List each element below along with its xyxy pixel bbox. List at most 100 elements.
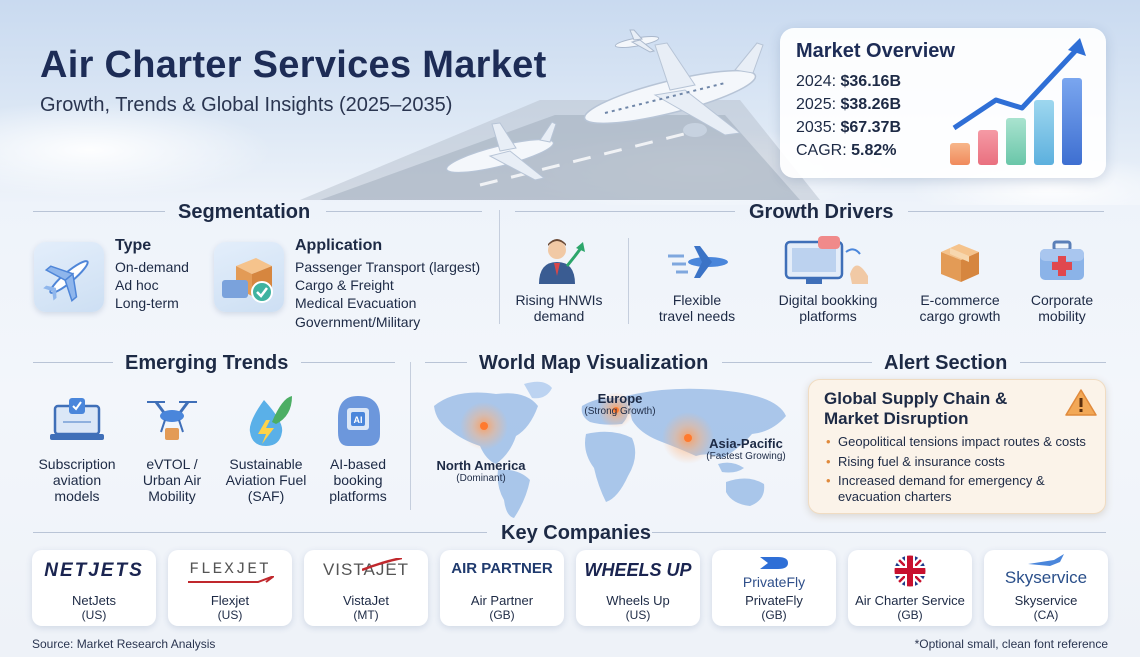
company-name: Skyservice	[1014, 593, 1078, 608]
company-name: Flexjet	[210, 593, 250, 608]
font-reference-note: *Optional small, clean font reference	[914, 637, 1108, 651]
company-name: NetJets	[71, 593, 117, 608]
type-item: Ad hoc	[115, 277, 159, 293]
cargo-box-icon	[222, 258, 273, 303]
company-card-skyservice[interactable]: Skyservice Skyservice (CA)	[984, 550, 1108, 626]
application-icon-tile	[214, 242, 284, 312]
divider	[515, 211, 735, 212]
alert-title: Global Supply Chain & Market Disruption	[824, 389, 1008, 428]
overview-row-2035: 2035: $67.37B	[796, 119, 901, 136]
driver-caption: Corporate mobility	[1030, 292, 1094, 324]
map-label-europe: Europe (Strong Growth)	[584, 391, 656, 417]
type-title: Type	[115, 237, 152, 254]
growth-drivers-heading: Growth Drivers	[749, 201, 894, 223]
divider	[652, 532, 1106, 533]
application-title: Application	[295, 237, 383, 254]
businessman-growth-icon	[539, 239, 585, 284]
company-country: (GB)	[761, 608, 787, 622]
vistajet-swoosh	[362, 558, 402, 572]
air-partner-logo: AIR PARTNER	[451, 560, 553, 577]
skyservice-logo: Skyservice	[1004, 568, 1088, 587]
application-item: Passenger Transport (largest)	[295, 259, 481, 275]
driver-caption: Flexible travel needs	[658, 292, 736, 324]
key-companies-heading: Key Companies	[501, 522, 652, 544]
company-card-flexjet[interactable]: FLEXJET Flexjet (US)	[168, 550, 292, 626]
segmentation-heading: Segmentation	[178, 201, 311, 223]
company-name: VistaJet	[342, 593, 389, 608]
trend-caption: Subscription aviation models	[38, 456, 116, 504]
privatefly-logo: PrivateFly	[742, 574, 806, 590]
company-card-wheels-up[interactable]: WHEELS UP Wheels Up (US)	[576, 550, 700, 626]
overview-row-2024: 2024: $36.16B	[796, 73, 901, 90]
divider	[722, 362, 872, 363]
type-item: On-demand	[115, 259, 189, 275]
application-item: Cargo & Freight	[295, 277, 394, 293]
application-item: Medical Evacuation	[295, 295, 417, 311]
divider	[326, 211, 482, 212]
evtol-drone-icon	[147, 401, 197, 440]
large-plane-illustration	[583, 42, 764, 137]
driver-caption: Digital bookking platforms	[778, 292, 878, 324]
company-card-privatefly[interactable]: PrivateFly PrivateFly (GB)	[712, 550, 836, 626]
source-note: Source: Market Research Analysis	[32, 637, 216, 651]
flexjet-logo: FLEXJET	[189, 560, 271, 578]
trend-caption: AI-based booking platforms	[329, 456, 387, 504]
company-name: Air Partner	[470, 593, 534, 608]
ai-head-icon: AI	[338, 396, 380, 446]
vertical-divider	[628, 238, 629, 324]
company-country: (CA)	[1033, 608, 1059, 622]
small-plane-illustration	[445, 121, 557, 181]
sustainable-fuel-drop-icon	[249, 396, 292, 446]
application-item: Government/Military	[295, 314, 421, 330]
skyservice-plane-icon	[1028, 554, 1064, 566]
svg-text:AI: AI	[354, 415, 363, 425]
company-card-vistajet[interactable]: VISTAJET VistaJet (MT)	[304, 550, 428, 626]
divider	[908, 211, 1104, 212]
company-country: (US)	[625, 608, 651, 622]
alert-item: Geopolitical tensions impact routes & co…	[826, 434, 1096, 450]
flexjet-swoosh	[188, 576, 274, 583]
flying-plane-icon	[668, 246, 728, 278]
medical-briefcase-icon	[1040, 240, 1084, 280]
company-card-air-partner[interactable]: AIR PARTNER Air Partner (GB)	[440, 550, 564, 626]
uk-flag-icon	[893, 554, 927, 588]
alert-item: Rising fuel & insurance costs	[826, 454, 1096, 470]
alert-section-heading: Alert Section	[884, 352, 1008, 374]
netjets-logo: NETJETS	[44, 560, 144, 581]
world-map	[434, 381, 786, 518]
company-name: Air Charter Service	[855, 593, 965, 608]
divider	[33, 532, 487, 533]
overview-title: Market Overview	[796, 40, 955, 62]
driver-caption: E-commerce cargo growth	[919, 292, 1001, 324]
distant-plane-illustration	[614, 29, 660, 53]
vertical-divider	[499, 210, 500, 324]
type-item: Long-term	[115, 295, 179, 311]
map-label-asia-pacific: Asia-Pacific (Fastest Growing)	[706, 436, 786, 462]
company-country: (US)	[81, 608, 107, 622]
company-name: PrivateFly	[745, 593, 803, 608]
divider	[301, 362, 395, 363]
vertical-divider	[410, 362, 411, 510]
company-country: (US)	[217, 608, 243, 622]
company-name: Wheels Up	[606, 593, 670, 608]
company-country: (GB)	[897, 608, 923, 622]
package-box-icon	[941, 244, 979, 282]
page-subtitle: Growth, Trends & Global Insights (2025–2…	[40, 94, 453, 116]
alert-card: Global Supply Chain & Market Disruption …	[808, 379, 1106, 514]
airplane-icon	[43, 260, 89, 302]
divider	[425, 362, 467, 363]
company-card-netjets[interactable]: NETJETS NetJets (US)	[32, 550, 156, 626]
map-label-north-america: North America (Dominant)	[436, 458, 526, 484]
page-title: Air Charter Services Market	[40, 44, 547, 86]
divider	[33, 211, 165, 212]
alert-item: Increased demand for emergency & evacuat…	[826, 473, 1096, 505]
divider	[33, 362, 113, 363]
company-country: (MT)	[353, 608, 379, 622]
company-card-air-charter-service[interactable]: Air Charter Service (GB)	[848, 550, 972, 626]
wheels-up-logo: WHEELS UP	[584, 560, 692, 580]
type-icon-tile	[34, 242, 104, 312]
world-map-heading: World Map Visualization	[479, 352, 709, 374]
emerging-trends-heading: Emerging Trends	[125, 352, 289, 374]
company-country: (GB)	[489, 608, 515, 622]
warning-icon	[1065, 389, 1097, 416]
